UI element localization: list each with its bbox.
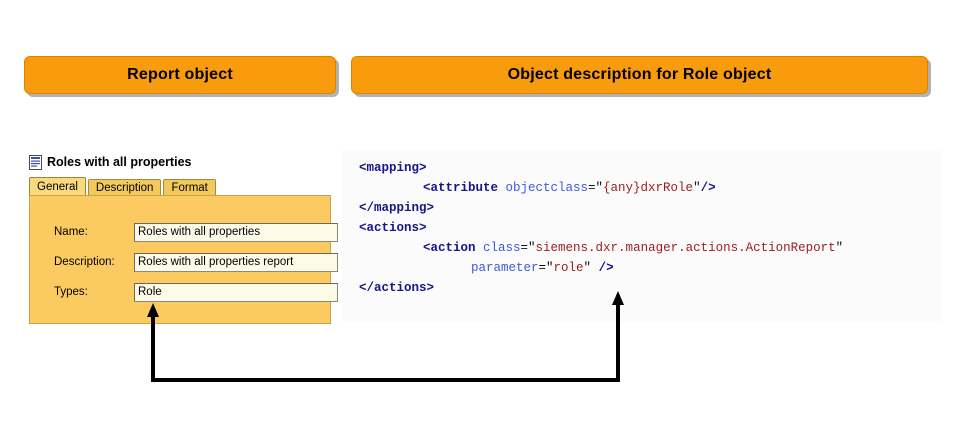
code-token-tag: <attribute [423, 181, 506, 195]
code-token-val: role [553, 261, 584, 275]
tab-general-label: General [37, 181, 78, 193]
form-body: Name: Roles with all properties Descript… [29, 195, 338, 324]
label-types: Types: [54, 286, 88, 298]
tab-description-label: Description [95, 182, 154, 194]
input-name[interactable]: Roles with all properties [134, 222, 338, 242]
code-line: <attribute objectclass="{any}dxrRole"/> [423, 178, 716, 198]
tab-general[interactable]: General [29, 177, 86, 196]
code-token-tag: /> [598, 261, 614, 275]
code-token-attr: objectclass [505, 181, 589, 195]
code-token-punct: " [835, 241, 844, 255]
code-line: <mapping> [359, 158, 427, 178]
code-line: </actions> [359, 278, 434, 298]
tab-format[interactable]: Format [163, 179, 216, 196]
code-token-punct: " [693, 181, 701, 195]
report-object-form-panel: Roles with all properties General Descri… [29, 152, 338, 324]
tab-description[interactable]: Description [87, 179, 162, 196]
input-types[interactable]: Role [134, 282, 338, 302]
banner-report-object: Report object [24, 56, 336, 94]
banner-object-description: Object description for Role object [351, 56, 928, 94]
code-token-attr: parameter [471, 261, 539, 275]
label-name: Name: [54, 226, 88, 238]
tab-format-label: Format [171, 182, 208, 194]
code-token-val: {any}dxrRole [603, 181, 694, 195]
code-token-tag: </actions> [359, 281, 435, 295]
form-title-bar: Roles with all properties [29, 152, 191, 172]
code-line: </mapping> [359, 198, 434, 218]
code-line: <action class="siemens.dxr.manager.actio… [423, 238, 843, 258]
code-token-attr: class [483, 241, 521, 255]
report-document-icon [29, 154, 42, 170]
label-description: Description: [54, 256, 115, 268]
form-title-text: Roles with all properties [47, 155, 192, 169]
code-token-tag: <mapping> [359, 161, 427, 175]
banner-report-object-label: Report object [127, 66, 233, 83]
code-line: parameter="role" /> [471, 258, 614, 278]
code-token-punct: " [583, 261, 599, 275]
field-row-types: Types: Role [30, 281, 338, 303]
code-token-val: siemens.dxr.manager.actions.ActionReport [535, 241, 836, 255]
field-row-name: Name: Roles with all properties [30, 221, 338, 243]
banner-object-description-label: Object description for Role object [507, 66, 772, 83]
code-line: <actions> [359, 218, 427, 238]
field-row-description: Description: Roles with all properties r… [30, 251, 338, 273]
code-token-punct: =" [588, 181, 604, 195]
code-token-punct: =" [520, 241, 536, 255]
code-token-tag: </mapping> [359, 201, 435, 215]
object-description-code-panel: <mapping><attribute objectclass="{any}dx… [341, 150, 941, 322]
code-token-tag: <action [423, 241, 484, 255]
code-token-tag: /> [700, 181, 716, 195]
tab-strip: General Description Format [29, 177, 218, 196]
input-description[interactable]: Roles with all properties report [134, 252, 338, 272]
code-token-tag: <actions> [359, 221, 427, 235]
code-token-punct: =" [538, 261, 554, 275]
